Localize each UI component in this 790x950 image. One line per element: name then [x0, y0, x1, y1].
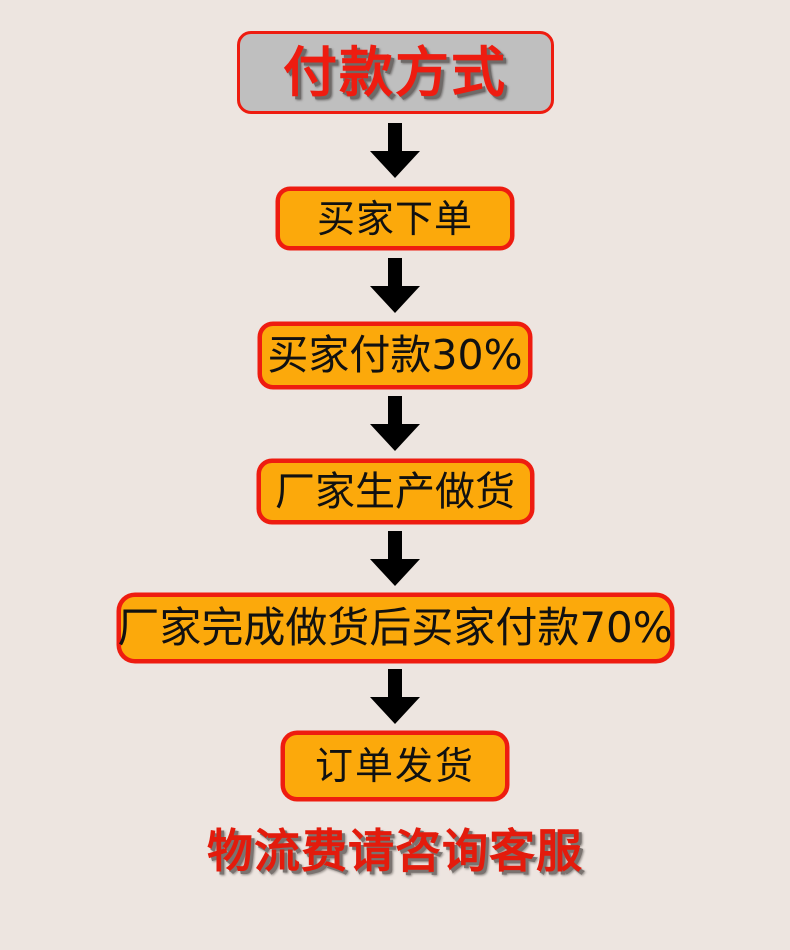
- flow-step-5: 订单发货: [281, 731, 509, 801]
- flow-step-2-label: 买家付款30%: [267, 331, 523, 379]
- footer-note: 物流费请咨询客服: [207, 824, 583, 878]
- flow-step-1: 买家下单: [276, 187, 514, 250]
- flow-step-2: 买家付款30%: [258, 322, 532, 389]
- flow-step-3: 厂家生产做货: [256, 459, 534, 524]
- flow-step-5-label: 订单发货: [314, 744, 475, 788]
- arrow-down-icon: [369, 123, 421, 179]
- flow-step-4: 厂家完成做货后买家付款70%: [116, 593, 674, 663]
- flow-title-box: 付款方式: [236, 31, 554, 114]
- arrow-down-icon: [369, 531, 421, 587]
- arrow-down-icon: [369, 258, 421, 314]
- page-title: 付款方式: [283, 40, 507, 104]
- flow-step-3-label: 厂家生产做货: [275, 468, 515, 515]
- flow-step-1-label: 买家下单: [316, 196, 473, 241]
- flow-step-4-label: 厂家完成做货后买家付款70%: [117, 603, 673, 652]
- arrow-down-icon: [369, 669, 421, 725]
- arrow-down-icon: [369, 396, 421, 452]
